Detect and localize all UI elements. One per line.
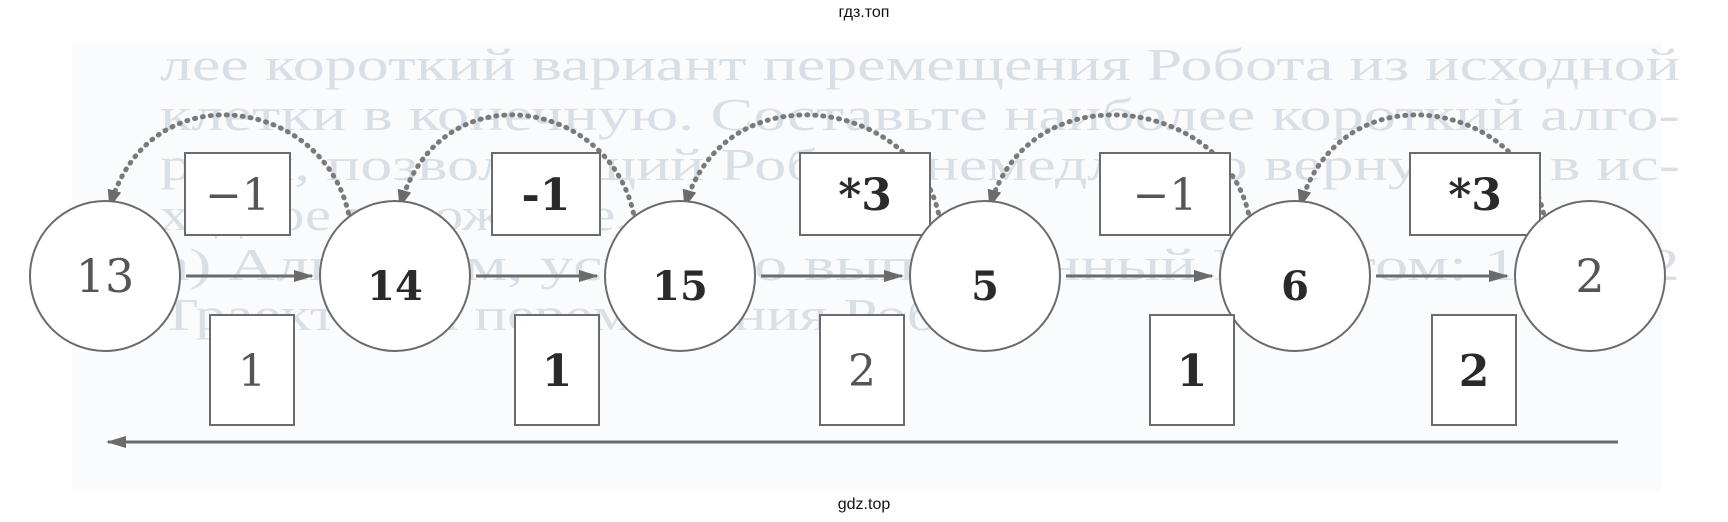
operation-box bbox=[1099, 152, 1231, 236]
robot-trajectory-diagram: лее короткий вариант перемещения Робота … bbox=[29, 39, 1680, 492]
state-node-value: 15 bbox=[652, 263, 708, 310]
command-box bbox=[209, 314, 295, 426]
operation-label: *3 bbox=[1448, 170, 1502, 221]
top-watermark-caption: гдз.топ bbox=[838, 4, 890, 21]
state-node-value: 5 bbox=[971, 263, 999, 310]
command-number: 2 bbox=[848, 346, 876, 397]
command-box bbox=[1431, 314, 1517, 426]
state-node-value: 6 bbox=[1281, 263, 1309, 310]
command-box bbox=[819, 314, 905, 426]
state-node-circle bbox=[909, 200, 1061, 352]
state-node-value: 14 bbox=[367, 263, 423, 310]
bottom-watermark-caption: gdz.top bbox=[837, 496, 891, 513]
state-node-circle bbox=[1219, 200, 1371, 352]
operation-box bbox=[184, 152, 291, 236]
operation-box bbox=[799, 152, 931, 236]
operation-box bbox=[1409, 152, 1541, 236]
operation-label: *3 bbox=[838, 170, 892, 221]
operation-label: −1 bbox=[205, 170, 270, 221]
command-box bbox=[1149, 314, 1235, 426]
operation-label: -1 bbox=[522, 170, 571, 221]
state-node-circle bbox=[319, 200, 471, 352]
command-box bbox=[514, 314, 600, 426]
state-node-circle bbox=[29, 200, 181, 352]
dotted-return-arc bbox=[397, 112, 638, 224]
state-node-value: 13 bbox=[76, 249, 135, 303]
dotted-return-arc bbox=[987, 112, 1253, 224]
state-node-circle bbox=[604, 200, 756, 352]
dotted-return-arc bbox=[107, 112, 353, 224]
command-number: 1 bbox=[238, 346, 266, 397]
command-number: 1 bbox=[542, 346, 573, 397]
state-nodes: 13 14 15 5 6 2 bbox=[29, 200, 1666, 352]
background-text-line: лее короткий вариант перемещения Робота … bbox=[160, 39, 1680, 90]
operation-boxes: −1 -1 *3 −1 *3 bbox=[184, 152, 1541, 236]
command-number: 2 bbox=[1459, 346, 1490, 397]
operation-box bbox=[491, 152, 601, 236]
operation-label: −1 bbox=[1133, 170, 1198, 221]
state-node-circle bbox=[1514, 200, 1666, 352]
background-text-line: клетки в конечную. Составьте наиболее ко… bbox=[160, 89, 1680, 140]
command-number: 1 bbox=[1177, 346, 1208, 397]
command-boxes: 1 1 2 1 2 bbox=[209, 314, 1517, 426]
state-node-value: 2 bbox=[1575, 249, 1604, 303]
